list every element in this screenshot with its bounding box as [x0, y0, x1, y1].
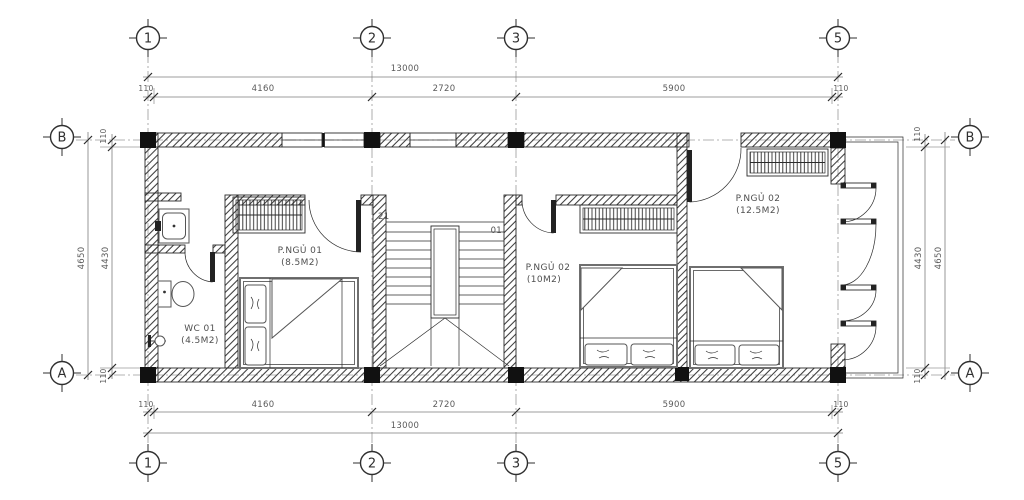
dimension-chain-left: 4650 4430 110 110 — [77, 128, 160, 384]
svg-text:A: A — [58, 367, 67, 382]
svg-text:B: B — [966, 131, 975, 146]
dim-right-edge-bottom: 110 — [913, 368, 922, 383]
stair-treads-left — [386, 231, 431, 305]
dim-top-seg-4160: 4160 — [252, 84, 275, 94]
grid-bubble-2: 2 — [353, 19, 391, 57]
wardrobe-bedroom1 — [232, 196, 306, 234]
svg-text:1: 1 — [144, 457, 152, 472]
room-labels: P.NGỦ 01 (8.5M2) WC 01 (4.5M2) P.NGỦ 02 … — [181, 192, 780, 346]
label-bedroom3-name: P.NGỦ 02 — [736, 192, 781, 204]
window-2 — [324, 132, 365, 148]
svg-text:1: 1 — [144, 32, 152, 47]
label-wc-name: WC 01 — [184, 324, 216, 334]
dim-bottom-total: 13000 — [391, 421, 420, 431]
wardrobe-bedroom3 — [746, 148, 829, 177]
staircase: 21 01 — [378, 212, 510, 367]
dim-bottom-seg-5900: 5900 — [663, 400, 686, 410]
grid-bubble-A-right: A — [951, 354, 989, 392]
grid-bubbles-left: B A — [43, 118, 81, 392]
stair-step-number-top: 21 — [378, 212, 389, 222]
label-bedroom3-area: (12.5M2) — [736, 206, 780, 216]
dim-right-inner: 4430 — [914, 247, 924, 270]
door-bedroom3 — [687, 147, 742, 203]
window-3 — [409, 132, 457, 148]
dim-left-overall: 4650 — [77, 247, 87, 270]
dim-top-seg-110r: 110 — [833, 84, 848, 93]
dim-right-overall: 4650 — [934, 247, 944, 270]
label-bedroom1-name: P.NGỦ 01 — [278, 244, 323, 256]
svg-text:B: B — [58, 131, 67, 146]
dimension-chain-right: 4430 4650 110 110 — [906, 126, 950, 384]
label-bedroom2-area: (10M2) — [527, 275, 561, 285]
stair-winders — [379, 317, 510, 367]
water-tap-symbol — [148, 335, 166, 347]
doors — [184, 147, 742, 283]
label-wc-area: (4.5M2) — [181, 336, 219, 346]
wardrobe-bedroom2 — [579, 204, 678, 234]
dimension-chain-top: 13000 110 4160 2720 5900 110 — [138, 64, 848, 104]
dim-top-seg-2720: 2720 — [433, 84, 456, 94]
bed-bedroom2 — [579, 264, 678, 368]
windows-top-wall — [281, 132, 457, 148]
grid-bubbles-right: B A — [951, 118, 989, 392]
dim-right-edge-top: 110 — [913, 126, 922, 141]
dim-bottom-seg-110l: 110 — [138, 400, 153, 409]
svg-text:2: 2 — [368, 457, 376, 472]
grid-bubble-5b: 5 — [819, 444, 857, 482]
sink — [155, 208, 190, 244]
bed-bedroom3 — [689, 266, 784, 369]
grid-bubble-3: 3 — [497, 19, 535, 57]
grid-bubble-3b: 3 — [497, 444, 535, 482]
balcony-folding-doors — [840, 182, 877, 361]
grid-bubble-5: 5 — [819, 19, 857, 57]
svg-text:5: 5 — [834, 457, 842, 472]
stair-step-number-bottom: 01 — [491, 226, 502, 236]
stair-treads-right — [459, 231, 504, 305]
grid-bubble-1b: 1 — [129, 444, 167, 482]
bed-bedroom1 — [239, 277, 359, 369]
svg-text:5: 5 — [834, 32, 842, 47]
dim-bottom-seg-4160: 4160 — [252, 400, 275, 410]
grid-bubble-1: 1 — [129, 19, 167, 57]
dim-top-seg-110l: 110 — [138, 84, 153, 93]
svg-text:3: 3 — [512, 457, 520, 472]
dim-left-inner: 4430 — [101, 247, 111, 270]
grid-bubbles-top: 1 2 3 5 — [129, 19, 857, 57]
grid-bubble-B-right: B — [951, 118, 989, 156]
door-bedroom1 — [308, 199, 362, 253]
label-bedroom1-area: (8.5M2) — [281, 258, 319, 268]
door-bedroom2 — [521, 199, 556, 234]
grid-bubbles-bottom: 1 2 3 5 — [129, 444, 857, 482]
structural-columns — [140, 132, 846, 383]
svg-text:3: 3 — [512, 32, 520, 47]
door-wc — [184, 251, 215, 283]
toilet — [157, 280, 195, 308]
dim-top-total: 13000 — [391, 64, 420, 74]
grid-bubble-2b: 2 — [353, 444, 391, 482]
grid-bubble-A-left: A — [43, 354, 81, 392]
svg-text:2: 2 — [368, 32, 376, 47]
dim-left-edge-top: 110 — [99, 128, 108, 143]
dim-left-edge-bottom: 110 — [99, 368, 108, 383]
balcony-outline — [846, 136, 904, 379]
dimension-chain-bottom: 110 4160 2720 5900 110 13000 — [138, 400, 848, 438]
dim-bottom-seg-110r: 110 — [833, 400, 848, 409]
window-1 — [281, 132, 323, 148]
dim-bottom-seg-2720: 2720 — [433, 400, 456, 410]
exterior-walls — [144, 132, 846, 383]
dim-top-seg-5900: 5900 — [663, 84, 686, 94]
grid-bubble-B-left: B — [43, 118, 81, 156]
label-bedroom2-name: P.NGỦ 02 — [526, 261, 571, 273]
svg-text:A: A — [966, 367, 975, 382]
